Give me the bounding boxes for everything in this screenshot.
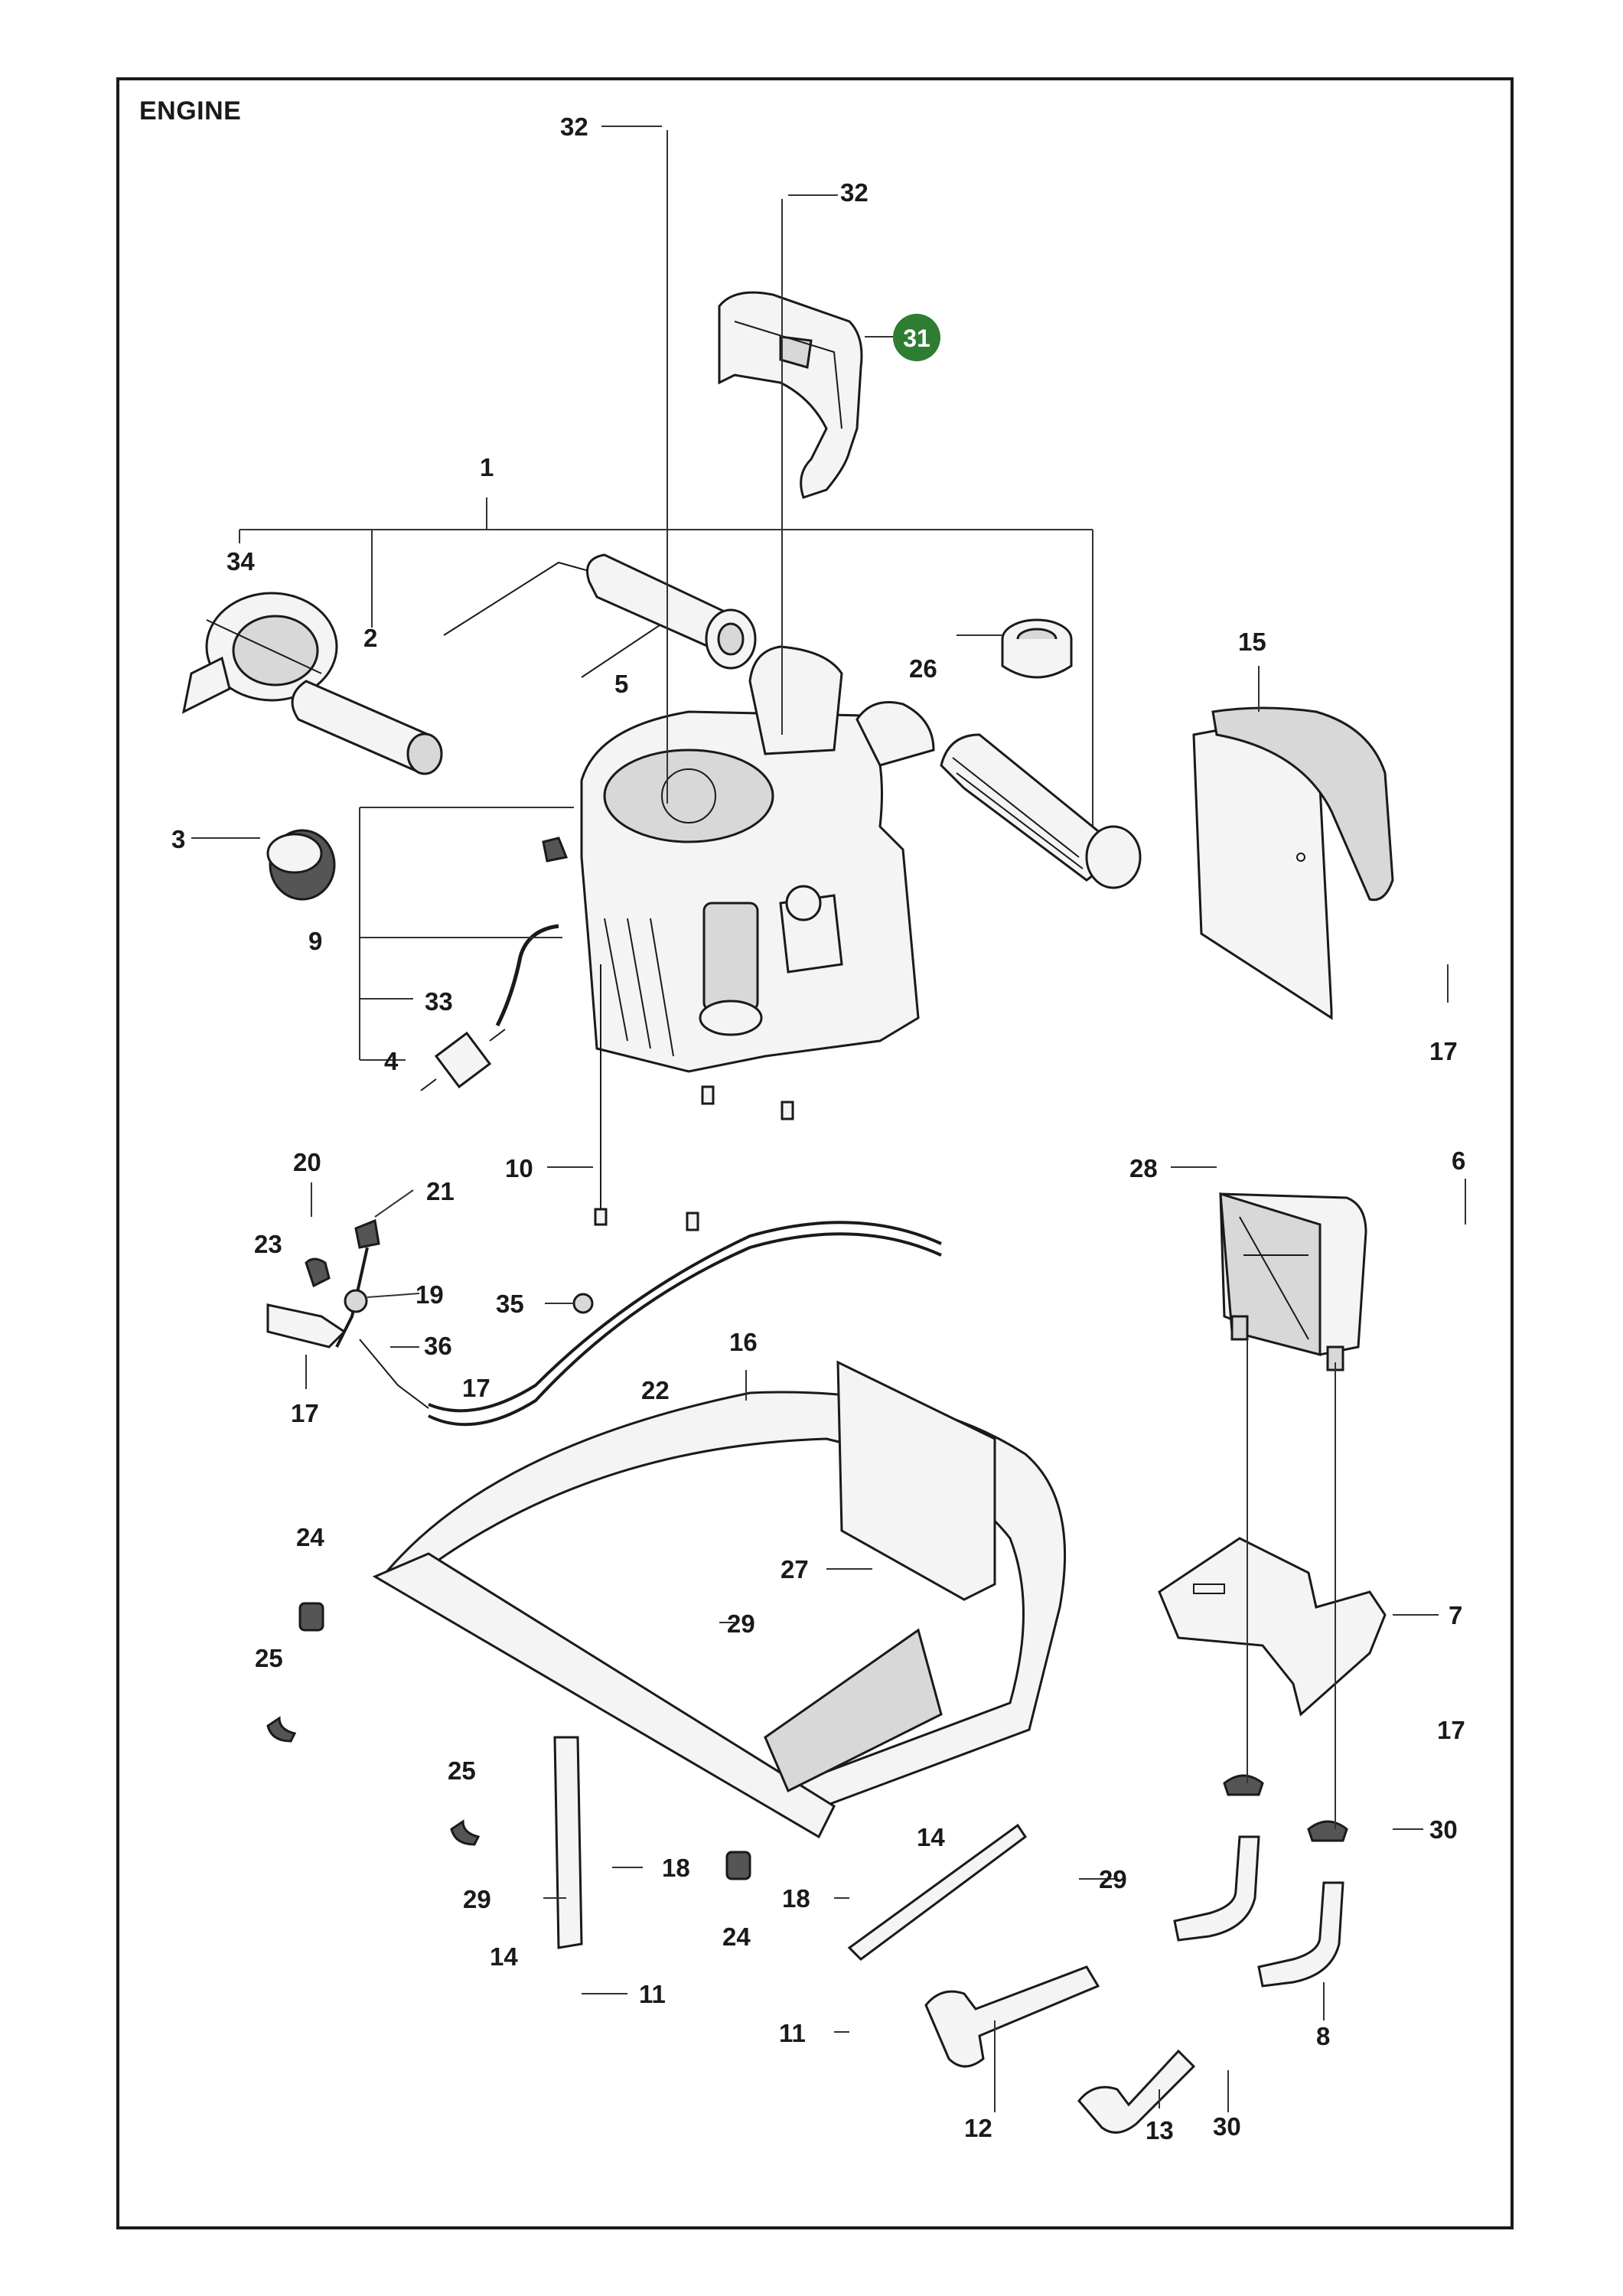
part-14-strap-b[interactable] xyxy=(847,1823,1028,1961)
part-7-bracket[interactable] xyxy=(1158,1537,1387,1717)
callout-17b[interactable]: 17 xyxy=(462,1374,490,1402)
callout-17a[interactable]: 17 xyxy=(1429,1037,1458,1065)
part-5-air-filter[interactable] xyxy=(443,553,757,678)
callout-27[interactable]: 27 xyxy=(781,1555,809,1583)
part-25-clip-b[interactable] xyxy=(450,1819,481,1846)
callout-17d[interactable]: 17 xyxy=(1437,1716,1465,1744)
part-24-cap-b[interactable] xyxy=(725,1851,751,1880)
leader-lines xyxy=(191,126,1466,2112)
callout-7[interactable]: 7 xyxy=(1449,1601,1462,1629)
callout-29a[interactable]: 29 xyxy=(727,1609,755,1638)
callout-31-label: 31 xyxy=(903,325,930,352)
callout-9[interactable]: 9 xyxy=(308,927,322,955)
part-28-muffler[interactable] xyxy=(1219,1192,1367,1371)
part-12-pipe[interactable] xyxy=(924,1965,1100,2068)
callout-20[interactable]: 20 xyxy=(293,1148,321,1176)
callout-30b[interactable]: 30 xyxy=(1213,2112,1241,2141)
throttle-control-assembly[interactable] xyxy=(266,1218,429,1409)
callout-11b[interactable]: 11 xyxy=(779,2019,806,2047)
part-33-hose[interactable] xyxy=(495,924,559,1027)
callout-12[interactable]: 12 xyxy=(964,2114,992,2142)
callout-30a[interactable]: 30 xyxy=(1429,1815,1458,1844)
callout-33[interactable]: 33 xyxy=(425,987,453,1016)
part-26-air-cleaner[interactable] xyxy=(855,701,1142,889)
callout-2[interactable]: 2 xyxy=(363,624,377,652)
callout-25a[interactable]: 25 xyxy=(255,1644,283,1672)
part-35-clip[interactable] xyxy=(572,1293,594,1314)
group-1-bracket xyxy=(239,497,1093,842)
callout-13[interactable]: 13 xyxy=(1146,2116,1174,2144)
callout-11a[interactable]: 11 xyxy=(639,1980,666,2008)
callout-19[interactable]: 19 xyxy=(416,1280,444,1309)
engine-block[interactable] xyxy=(542,645,920,1073)
callout-26[interactable]: 26 xyxy=(909,654,937,683)
callout-32b[interactable]: 32 xyxy=(840,178,869,207)
part-3-oil-filter[interactable] xyxy=(266,829,336,901)
callout-31-highlight[interactable]: 31 xyxy=(893,314,940,361)
callout-6[interactable]: 6 xyxy=(1452,1146,1465,1175)
callout-24a[interactable]: 24 xyxy=(296,1523,324,1551)
callout-23[interactable]: 23 xyxy=(254,1230,282,1258)
part-30-clamp-a[interactable] xyxy=(1223,1774,1264,1796)
callout-10[interactable]: 10 xyxy=(505,1154,533,1182)
callout-16[interactable]: 16 xyxy=(729,1328,758,1356)
callout-1[interactable]: 1 xyxy=(480,453,494,481)
part-22-cable[interactable] xyxy=(428,1221,942,1427)
callout-29c[interactable]: 29 xyxy=(463,1885,491,1913)
part-8-pipe[interactable] xyxy=(1173,1835,1344,1988)
callout-14a[interactable]: 14 xyxy=(917,1823,945,1851)
callout-17c[interactable]: 17 xyxy=(291,1399,319,1427)
callout-4[interactable]: 4 xyxy=(384,1047,399,1075)
part-16-frame[interactable] xyxy=(372,1360,1067,1839)
callout-18a[interactable]: 18 xyxy=(662,1854,690,1882)
diagram-frame xyxy=(116,77,1514,2229)
callout-34[interactable]: 34 xyxy=(227,547,255,576)
part-34-intake-clamp[interactable] xyxy=(181,592,338,714)
callout-5[interactable]: 5 xyxy=(614,670,628,698)
part-26-filter-cap[interactable] xyxy=(957,618,1073,679)
group-9-bracket xyxy=(359,807,574,1061)
page-title: ENGINE xyxy=(139,96,242,126)
callout-28[interactable]: 28 xyxy=(1129,1154,1158,1182)
part-30-clamp-b[interactable] xyxy=(1307,1820,1348,1842)
callout-36[interactable]: 36 xyxy=(424,1332,452,1360)
part-15-heat-shield[interactable] xyxy=(1192,706,1394,1020)
part-24-cap-a[interactable] xyxy=(298,1602,324,1632)
callout-21[interactable]: 21 xyxy=(426,1177,455,1205)
callout-22[interactable]: 22 xyxy=(641,1376,670,1404)
part-2-tube[interactable] xyxy=(291,680,443,775)
part-4-fuel-filter[interactable] xyxy=(420,1029,506,1091)
callout-35[interactable]: 35 xyxy=(496,1290,524,1318)
part-25-clip-a[interactable] xyxy=(266,1716,297,1743)
callout-3[interactable]: 3 xyxy=(171,825,185,853)
part-13-pipe[interactable] xyxy=(1077,2049,1196,2134)
callout-32a[interactable]: 32 xyxy=(560,113,588,141)
bolt-10-group[interactable] xyxy=(594,964,794,1231)
callout-24b[interactable]: 24 xyxy=(722,1923,751,1951)
callout-14b[interactable]: 14 xyxy=(490,1942,518,1971)
part-31-shroud[interactable] xyxy=(718,291,863,499)
callout-8[interactable]: 8 xyxy=(1316,2022,1330,2050)
part-14-strap-a[interactable] xyxy=(553,1736,583,1949)
callout-18b[interactable]: 18 xyxy=(782,1884,810,1913)
callout-25b[interactable]: 25 xyxy=(448,1756,476,1785)
callout-29b[interactable]: 29 xyxy=(1099,1865,1127,1893)
callout-15[interactable]: 15 xyxy=(1238,628,1266,656)
callout-labels: 32 32 1 34 2 5 26 15 3 9 33 4 17 10 28 6… xyxy=(171,113,1465,2144)
